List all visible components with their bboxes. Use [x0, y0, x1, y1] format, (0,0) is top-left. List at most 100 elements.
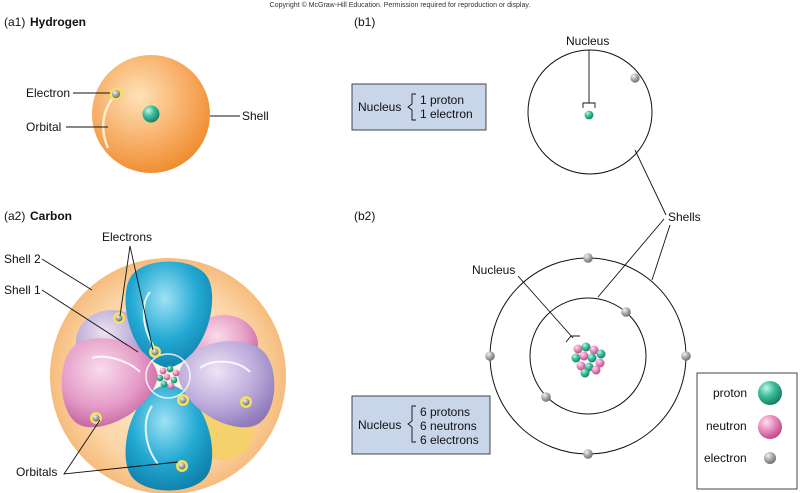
orbital-highlight	[91, 355, 141, 373]
carbon-tag: (a2)	[4, 209, 25, 223]
shell-label: Shell	[242, 109, 269, 123]
b1-nucleus-label: Nucleus	[566, 34, 609, 48]
shell-2-label: Shell 2	[4, 252, 41, 266]
b2-box-title: Nucleus	[358, 418, 401, 432]
b2-nucleus-box	[351, 395, 491, 455]
b1-box-brace	[407, 93, 416, 121]
electrons-leader	[119, 245, 154, 351]
carbon-panel: (a2) Carbon	[4, 209, 286, 493]
proton	[581, 342, 591, 352]
hydrogen-orbital-path	[101, 95, 116, 149]
b1-box-line1: 1 proton	[420, 93, 464, 107]
hydrogen-nucleus-proton	[142, 105, 160, 123]
b1-panel: (b1) Nucleus 1 proton 1 electron Nucleus	[351, 15, 653, 175]
b2-box-line2: 6 neutrons	[420, 419, 477, 433]
b2-box-brace	[407, 405, 416, 443]
electron	[242, 398, 250, 406]
b2-nucleus-leader	[517, 275, 574, 339]
b1-electron	[630, 73, 640, 83]
b2-nucleus-label: Nucleus	[472, 263, 515, 277]
neutron	[579, 351, 589, 361]
inner-shell-path	[145, 353, 191, 399]
neutron	[595, 358, 605, 368]
b1-tag: (b1)	[354, 15, 375, 29]
orbitals-leader	[63, 419, 179, 475]
legend-proton-swatch	[758, 381, 782, 405]
b2-electron	[541, 392, 551, 402]
electrons-label: Electrons	[102, 230, 152, 244]
b2-nucleus-bracket	[565, 335, 580, 343]
neutron	[172, 369, 180, 377]
electron-label: Electron	[26, 86, 70, 100]
b2-tag: (b2)	[354, 209, 375, 223]
shells-callout: Shells	[597, 149, 701, 298]
carbon-electrons	[90, 312, 252, 472]
shells-leader	[597, 218, 665, 298]
copyright-notice: Copyright © McGraw-Hill Education. Permi…	[270, 1, 531, 9]
electron	[178, 462, 186, 470]
b1-shell-ring	[527, 49, 653, 175]
neutron	[159, 367, 167, 375]
neutron	[163, 373, 171, 381]
shell-1-label: Shell 1	[4, 283, 41, 297]
proton	[160, 380, 168, 388]
shells-leader	[634, 149, 667, 216]
b2-electron	[621, 307, 631, 317]
b2-electron	[681, 351, 691, 361]
hydrogen-panel: (a1) Hydrogen Electron Orbital Shell	[4, 15, 269, 173]
b1-box-title: Nucleus	[358, 100, 401, 114]
orbital-label: Orbital	[26, 120, 61, 134]
proton	[571, 353, 581, 363]
proton	[156, 374, 164, 382]
shells-leader	[651, 224, 671, 281]
orbital-highlight	[144, 405, 159, 465]
legend-electron-label: electron	[704, 451, 747, 465]
neutron	[167, 382, 175, 390]
orbitals-label: Orbitals	[16, 465, 57, 479]
b2-electron	[485, 351, 495, 361]
legend-proton-label: proton	[713, 386, 747, 400]
shell-1-leader	[41, 289, 139, 353]
orbital-highlight	[199, 360, 251, 373]
legend-neutron-label: neutron	[706, 419, 747, 433]
legend-electron-swatch	[764, 452, 776, 464]
carbon-nucleus	[156, 365, 180, 390]
proton	[170, 376, 178, 384]
neutron	[591, 365, 601, 375]
proton	[587, 353, 597, 363]
b1-box-line2: 1 electron	[420, 107, 473, 121]
neutron	[589, 345, 599, 355]
b1-nucleus-bracket	[582, 102, 596, 108]
carbon-title: Carbon	[30, 209, 72, 223]
orbital-lobe-blue-bottom	[125, 384, 213, 491]
legend: proton neutron electron	[696, 372, 798, 490]
b1-proton	[584, 110, 594, 120]
shell-2-leader	[41, 258, 93, 291]
b2-box-line3: 6 electrons	[420, 433, 479, 447]
b2-electron	[583, 253, 593, 263]
neutron	[573, 344, 583, 354]
orbital-highlight	[142, 291, 157, 351]
b2-box-line1: 6 protons	[420, 405, 470, 419]
proton	[596, 349, 606, 359]
orbital-lobe-pink-left	[61, 338, 158, 428]
electron	[115, 314, 123, 322]
hydrogen-title: Hydrogen	[30, 15, 86, 29]
electron	[151, 348, 159, 356]
proton	[166, 365, 174, 373]
b2-panel: (b2) Nucleus Nucleus	[351, 209, 691, 459]
neutron	[576, 361, 586, 371]
b2-inner-shell-ring	[529, 297, 647, 415]
hydrogen-tag: (a1)	[4, 15, 25, 29]
legend-neutron-swatch	[758, 415, 782, 439]
electron	[179, 396, 187, 404]
electron	[92, 414, 100, 422]
hydrogen-electron	[111, 89, 121, 99]
proton	[580, 368, 590, 378]
orbital-lobe-blue-top	[125, 261, 213, 368]
b1-nucleus-box	[351, 83, 487, 131]
b2-electron	[583, 449, 593, 459]
b2-nucleus	[571, 342, 606, 378]
shells-label: Shells	[668, 210, 701, 224]
